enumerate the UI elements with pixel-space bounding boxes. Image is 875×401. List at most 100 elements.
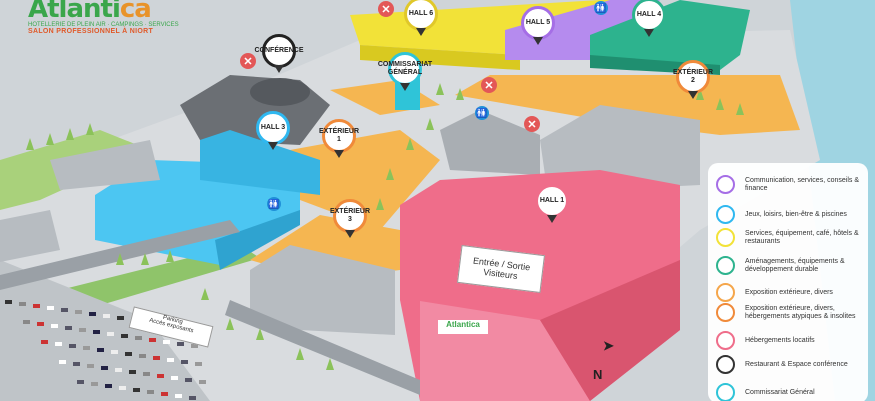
parked-car — [121, 334, 128, 338]
exterior-zone-2 — [455, 75, 800, 135]
hall-green — [590, 0, 750, 70]
parked-car — [59, 360, 66, 364]
legend-item: Jeux, loisirs, bien-être & piscines — [716, 205, 866, 224]
logo-subtitle: SALON PROFESSIONNEL À NIORT — [28, 28, 154, 35]
parked-car — [41, 340, 48, 344]
pin-hall-4[interactable]: HALL 4 — [632, 0, 666, 37]
legend-item: Commissariat Général — [716, 383, 866, 401]
exterior-zone-1 — [290, 130, 440, 230]
tree — [716, 98, 724, 110]
tree — [436, 83, 444, 95]
legend-item: Services, équipement, café, hôtels & res… — [716, 228, 866, 247]
tree — [736, 103, 744, 115]
parking-lot — [0, 260, 210, 401]
legend-marker-icon — [716, 228, 735, 247]
venue-banner: Atlantica — [438, 320, 488, 334]
parked-car — [37, 322, 44, 326]
tree — [456, 88, 464, 100]
parked-car — [97, 348, 104, 352]
tree — [296, 348, 304, 360]
parked-car — [105, 384, 112, 388]
no-access-icon: ✕ — [524, 116, 540, 132]
compass-arrow-icon: ➤ — [603, 338, 614, 353]
parked-car — [139, 354, 146, 358]
legend-item: Hébergements locatifs — [716, 331, 866, 350]
parked-car — [163, 340, 170, 344]
parked-car — [73, 362, 80, 366]
tree — [326, 358, 334, 370]
parked-car — [157, 374, 164, 378]
legend-marker-icon — [716, 355, 735, 374]
parked-car — [91, 382, 98, 386]
parked-car — [77, 380, 84, 384]
parked-car — [147, 390, 154, 394]
pin-hall-6[interactable]: HALL 6 — [404, 0, 438, 36]
parked-car — [87, 364, 94, 368]
legend-panel: Communication, services, conseils & fina… — [708, 163, 868, 401]
legend-marker-icon — [716, 303, 735, 322]
pin-exterieur-2[interactable]: EXTÉRIEUR 2 — [673, 60, 713, 99]
pin-exterieur-1[interactable]: EXTÉRIEUR 1 — [319, 119, 359, 158]
parked-car — [161, 392, 168, 396]
parked-car — [175, 394, 182, 398]
tree — [256, 328, 264, 340]
parked-car — [89, 312, 96, 316]
pin-commissariat[interactable]: COMMISSARIAT GÉNÉRAL — [378, 52, 432, 91]
pin-hall-1[interactable]: HALL 1 — [535, 184, 569, 223]
parked-car — [125, 352, 132, 356]
tree — [386, 168, 394, 180]
tree — [66, 128, 74, 140]
compass-north: N — [593, 367, 603, 382]
hall-purple — [505, 0, 660, 60]
hall-blue-side — [215, 210, 300, 270]
parked-car — [65, 326, 72, 330]
legend-marker-icon — [716, 175, 735, 194]
road-front — [225, 300, 420, 395]
warehouse-center — [440, 110, 540, 175]
legend-item: Communication, services, conseils & fina… — [716, 175, 866, 194]
parked-car — [111, 350, 118, 354]
tree — [26, 138, 34, 150]
parked-car — [101, 366, 108, 370]
parked-car — [167, 358, 174, 362]
pin-conference[interactable]: CONFÉRENCE — [255, 34, 304, 73]
hall-1-side — [540, 260, 680, 401]
no-access-icon: ✕ — [240, 53, 256, 69]
parked-car — [135, 336, 142, 340]
logo-tagline: HOTELLERIE DE PLEIN AIR · CAMPINGS · SER… — [28, 22, 179, 28]
parked-car — [47, 306, 54, 310]
parked-car — [55, 342, 62, 346]
warehouse-front — [250, 245, 395, 335]
parked-car — [153, 356, 160, 360]
tree — [696, 88, 704, 100]
tree — [226, 318, 234, 330]
pin-hall-5[interactable]: HALL 5 — [521, 6, 555, 45]
tree — [201, 288, 209, 300]
parked-car — [143, 372, 150, 376]
pin-hall-3[interactable]: HALL 3 — [256, 111, 290, 150]
hall-blue-back — [200, 130, 320, 195]
parked-car — [119, 386, 126, 390]
toilets-icon: 🚻 — [267, 197, 281, 211]
toilets-icon: 🚻 — [594, 1, 608, 15]
warehouse-edge — [0, 210, 60, 262]
parked-car — [93, 330, 100, 334]
warehouse-left — [50, 140, 160, 190]
tree — [406, 138, 414, 150]
parked-car — [61, 308, 68, 312]
parked-car — [79, 328, 86, 332]
legend-item: Aménagements, équipements & développemen… — [716, 256, 866, 275]
legend-marker-icon — [716, 383, 735, 401]
pin-exterieur-3[interactable]: EXTÉRIEUR 3 — [330, 199, 370, 238]
atlantica-logo: Atlantica HOTELLERIE DE PLEIN AIR · CAMP… — [28, 0, 179, 35]
legend-item: Restaurant & Espace conférence — [716, 355, 866, 374]
legend-item: Exposition extérieure, divers — [716, 283, 866, 302]
legend-marker-icon — [716, 256, 735, 275]
warehouse-right — [540, 105, 700, 190]
tree — [426, 118, 434, 130]
tree — [116, 253, 124, 265]
parked-car — [23, 320, 30, 324]
parked-car — [103, 314, 110, 318]
